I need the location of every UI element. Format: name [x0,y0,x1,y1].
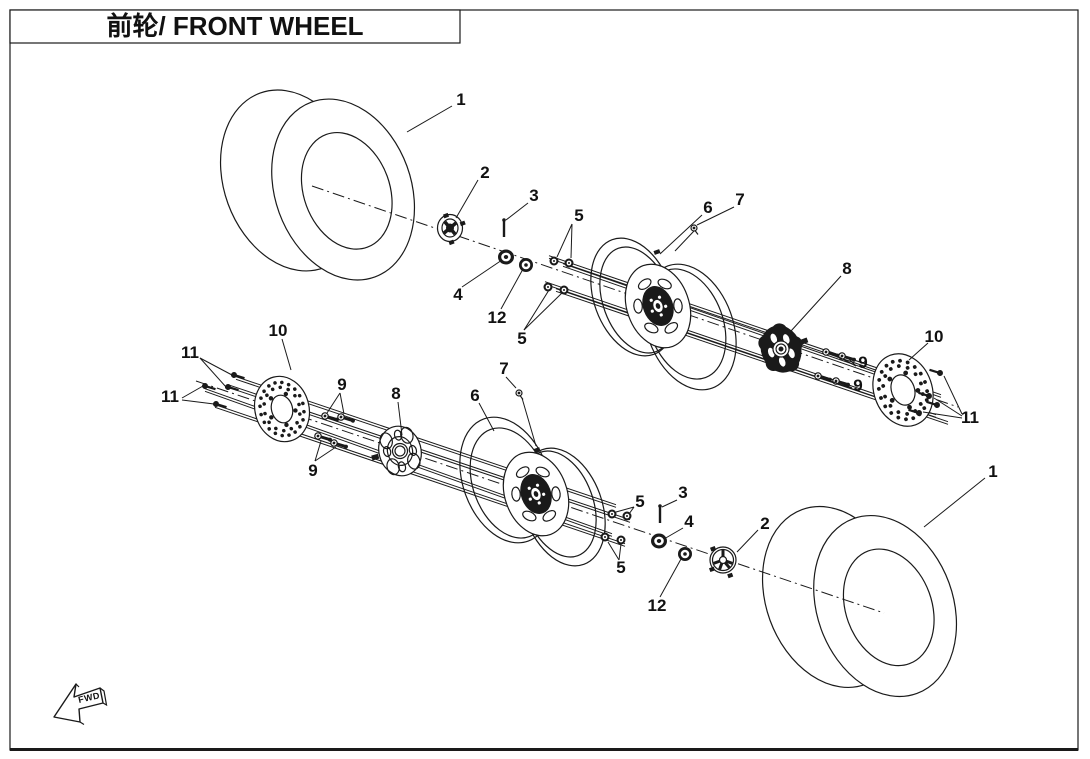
leader-line [943,375,963,415]
callout-label-1[interactable]: 1 [988,462,997,481]
leader-line [397,401,403,436]
callout-label-7[interactable]: 7 [499,359,508,378]
callout-label-4[interactable]: 4 [453,285,463,304]
callout-label-11[interactable]: 11 [181,343,199,362]
leader-line [615,506,635,513]
callout-label-5[interactable]: 5 [635,492,644,511]
leader-line [199,357,233,376]
tire-1-bottom [737,485,982,718]
nut-4-bottom [651,533,667,549]
callout-label-10[interactable]: 10 [925,327,944,346]
leader-line [455,179,479,219]
callout-label-9[interactable]: 9 [853,376,862,395]
leader-line [674,230,695,252]
callout-label-11[interactable]: 11 [161,387,179,406]
leader-line [505,376,517,389]
leader-line [663,527,684,540]
callout-label-12[interactable]: 12 [488,308,507,327]
washer-12-bottom [678,547,692,561]
fwd-label: FWD [77,690,101,705]
leader-line [523,291,564,331]
leader-line [556,223,573,258]
leader-line [659,214,703,255]
leader-line [326,392,341,414]
leader-line [505,202,529,221]
callout-label-1[interactable]: 1 [456,90,465,109]
leader-line [908,342,929,361]
callout-label-8[interactable]: 8 [391,384,400,403]
callout-label-7[interactable]: 7 [735,190,744,209]
leader-line [281,338,292,371]
callout-label-3[interactable]: 3 [678,483,687,502]
callout-label-10[interactable]: 10 [269,321,288,340]
callout-label-5[interactable]: 5 [616,558,625,577]
title-box [9,9,461,44]
rim-6-bottom [459,416,606,567]
balance-weight [533,447,541,453]
leader-line [406,105,453,133]
pin-3-bottom [657,503,663,525]
callout-label-2[interactable]: 2 [480,163,489,182]
leader-line [521,397,537,447]
callout-label-12[interactable]: 12 [648,596,667,615]
callout-label-4[interactable]: 4 [684,512,694,531]
hubcap-2-top [436,212,466,246]
hub-8-top [758,323,809,373]
callout-label-6[interactable]: 6 [703,198,712,217]
callout-label-11[interactable]: 11 [961,408,979,427]
leader-line [500,268,524,310]
rim-6-top [590,237,737,391]
leader-line [696,206,735,226]
leader-line [478,402,495,432]
callout-label-8[interactable]: 8 [842,259,851,278]
brake-disc-10-bottom [253,375,311,443]
callout-label-9[interactable]: 9 [308,461,317,480]
callout-label-5[interactable]: 5 [574,206,583,225]
leader-line [823,378,853,389]
nut-4-top [498,249,514,265]
callout-label-9[interactable]: 9 [858,353,867,372]
callout-label-2[interactable]: 2 [760,514,769,533]
tire-1-top [195,69,440,301]
leader-line [834,354,857,367]
leader-line [607,541,620,561]
hubcap-2-bottom [708,545,737,579]
leader-line [461,259,503,288]
pin-3-top [501,216,507,239]
leader-line [181,399,215,405]
leader-line [181,385,204,399]
leader-line [570,223,573,259]
leader-line [628,506,635,515]
leader-line [339,392,345,415]
callout-label-3[interactable]: 3 [529,186,538,205]
leader-line [314,440,322,462]
leader-line [199,357,227,388]
leader-line [922,411,963,419]
callout-label-9[interactable]: 9 [337,375,346,394]
fwd-arrow-icon [53,683,104,723]
callout-label-5[interactable]: 5 [517,329,526,348]
leader-line [314,446,337,462]
leader-line [659,558,682,598]
leader-line [523,289,550,331]
brake-disc-10-top [872,353,934,427]
leader-line [933,397,963,417]
hub-8-bottom [371,425,422,477]
leader-line [736,529,759,553]
leader-line [790,275,842,332]
leader-line [618,543,622,561]
callout-label-6[interactable]: 6 [470,386,479,405]
leader-line [923,477,986,528]
page-title: 前轮/ FRONT WHEEL [106,11,363,41]
leader-line [661,499,678,508]
washer-12-top [519,258,533,272]
fwd-marker: FWD [53,683,108,726]
balance-weight [653,249,661,255]
